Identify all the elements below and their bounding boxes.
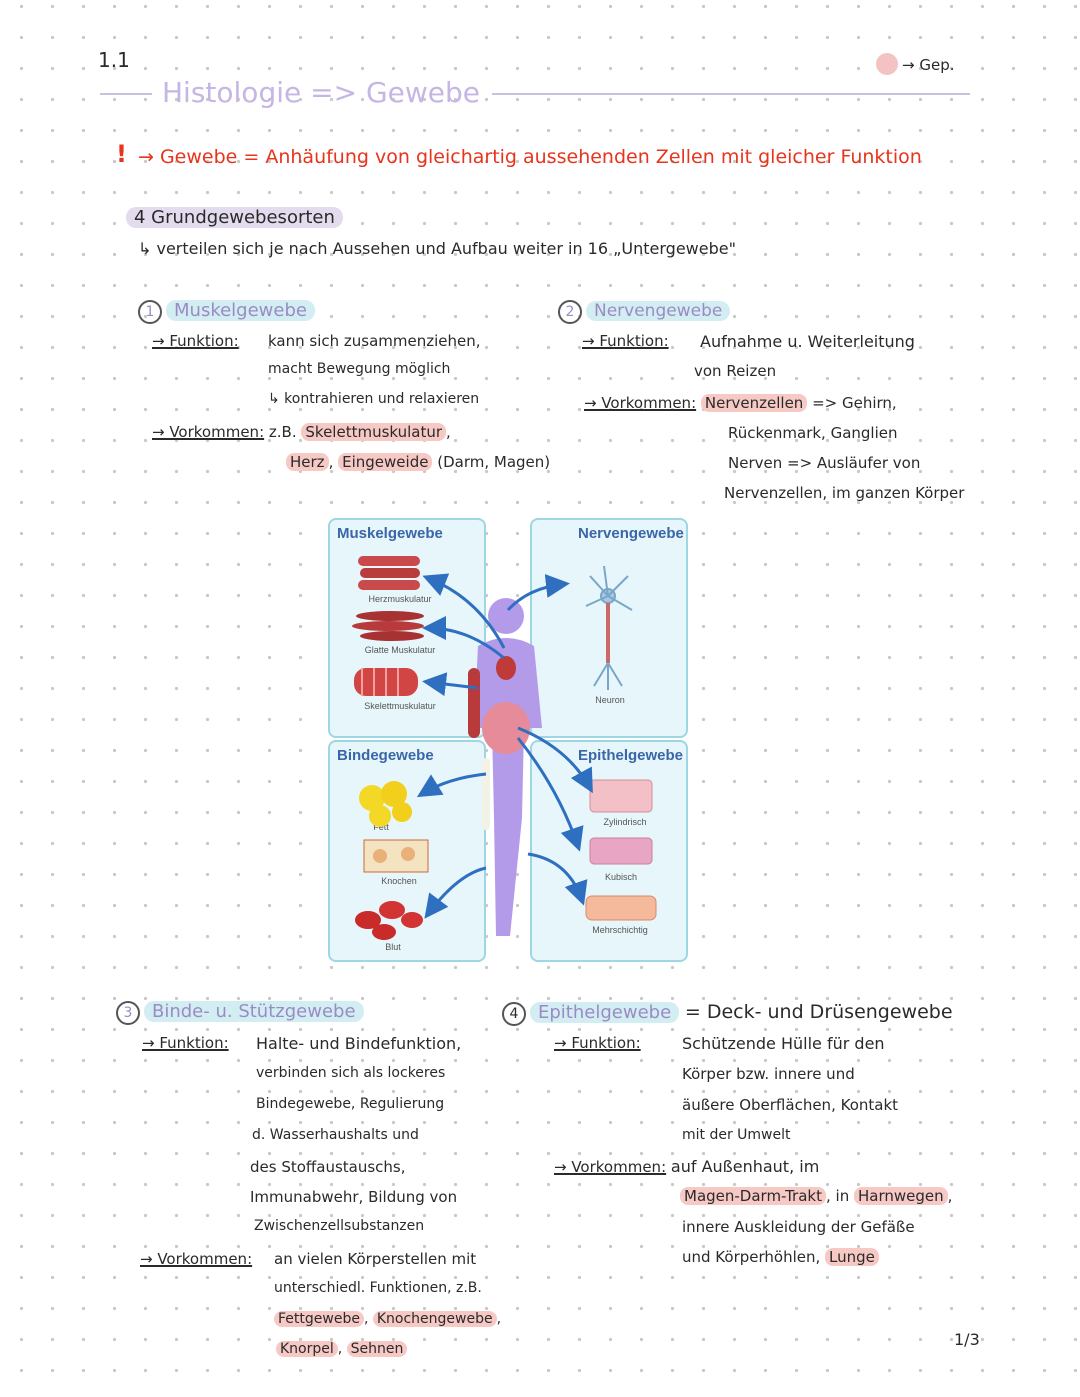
highlight-lunge: Lunge <box>825 1248 879 1266</box>
muskel-funktion-2: macht Bewegung möglich <box>268 361 451 377</box>
kubisch-illustration <box>589 837 653 865</box>
nerven-vorkommen: → Vorkommen: Nervenzellen => Gehirn, <box>584 394 897 412</box>
tissue-figure: Muskelgewebe Nervengewebe Bindegewebe Ep… <box>328 518 688 962</box>
figure-illustration <box>352 556 657 940</box>
epithel-funktion-label: → Funktion: <box>554 1034 641 1052</box>
subheading-note: ↳ verteilen sich je nach Aussehen und Au… <box>138 239 736 258</box>
highlight-knochengewebe: Knochengewebe <box>372 1311 497 1327</box>
caption-fett: Fett <box>373 822 389 832</box>
page-number: 1.1 <box>98 48 130 72</box>
subheading: 4 Grundgewebesorten <box>126 207 343 228</box>
epithel-number: 4 <box>502 1002 526 1026</box>
subheading-text: 4 Grundgewebesorten <box>126 207 343 228</box>
nerven-funktion-2: von Reizen <box>694 362 777 380</box>
epithel-funktion-3: äußere Oberflächen, Kontakt <box>682 1096 899 1114</box>
binde-funktion-4: d. Wasserhaushalts und <box>252 1127 419 1143</box>
highlight-sehnen: Sehnen <box>346 1341 408 1357</box>
figure-arrows <box>416 573 593 919</box>
title-rule-right <box>492 93 970 95</box>
muskel-funktion-label: → Funktion: <box>152 332 239 350</box>
glatte-muskulatur-illustration <box>352 611 424 641</box>
binde-vorkommen-2: unterschiedl. Funktionen, z.B. <box>274 1280 482 1296</box>
binde-vorkommen-4: Knorpel, Sehnen <box>276 1341 408 1357</box>
fett-illustration <box>359 781 412 827</box>
caption-herzmuskulatur: Herzmuskulatur <box>368 594 432 604</box>
muskel-title: Muskelgewebe <box>166 300 315 321</box>
caption-mehrschichtig: Mehrschichtig <box>592 925 648 935</box>
binde-funktion-7: Zwischenzellsubstanzen <box>254 1218 425 1234</box>
page-title: Histologie => Gewebe <box>162 76 480 109</box>
figure-title-nerven: Nervengewebe <box>578 525 684 542</box>
muskel-vorkommen-2: Herz, Eingeweide (Darm, Magen) <box>286 453 550 471</box>
epithel-title: Epithelgewebe <box>530 1002 680 1023</box>
zylindrisch-illustration <box>589 779 653 813</box>
binde-funktion-5: des Stoffaustauschs, <box>250 1158 406 1176</box>
binde-funktion-3: Bindegewebe, Regulierung <box>256 1096 445 1112</box>
epithel-funktion-1: Schützende Hülle für den <box>682 1034 885 1053</box>
highlight-herz: Herz <box>286 453 329 471</box>
nerven-title: Nervengewebe <box>586 301 731 321</box>
muskel-vorkommen: → Vorkommen: z.B. Skelettmuskulatur, <box>152 423 451 441</box>
nerven-funktion-label: → Funktion: <box>582 332 669 350</box>
figure-title-epithel: Epithelgewebe <box>578 747 684 764</box>
epithel-funktion-4: mit der Umwelt <box>682 1127 791 1143</box>
knochen-illustration <box>363 839 429 873</box>
muskel-number: 1 <box>138 300 162 324</box>
caption-kubisch: Kubisch <box>604 872 638 882</box>
definition-text: → Gewebe = Anhäufung von gleichartig aus… <box>138 146 922 168</box>
binde-funktion-2: verbinden sich als lockeres <box>256 1065 446 1081</box>
binde-number: 3 <box>116 1001 140 1025</box>
caption-skelettmuskulatur: Skelettmuskulatur <box>364 701 436 711</box>
nerven-vorkommen-4: Nervenzellen, im ganzen Körper <box>724 484 965 502</box>
highlight-nervenzellen: Nervenzellen <box>700 394 808 412</box>
page-fraction: 1/3 <box>954 1330 980 1349</box>
human-body-illustration <box>468 598 542 936</box>
nerven-funktion-1: Aufnahme u. Weiterleitung <box>700 332 915 351</box>
highlight-knorpel: Knorpel <box>276 1341 338 1357</box>
binde-funktion-6: Immunabwehr, Bildung von <box>250 1188 458 1206</box>
epithel-vorkommen: → Vorkommen: auf Außenhaut, im <box>554 1157 820 1176</box>
blut-illustration <box>355 901 423 940</box>
herzmuskel-illustration <box>358 556 420 590</box>
caption-neuron: Neuron <box>595 695 625 705</box>
caption-knochen: Knochen <box>381 876 417 886</box>
highlight-harnwegen: Harnwegen <box>853 1187 948 1205</box>
binde-title: Binde- u. Stützgewebe <box>144 1001 364 1022</box>
highlight-magen-darm-trakt: Magen-Darm-Trakt <box>680 1187 826 1205</box>
nerven-vorkommen-3: Nerven => Ausläufer von <box>728 454 921 472</box>
binde-vorkommen-3: Fettgewebe, Knochengewebe, <box>274 1311 501 1327</box>
binde-vorkommen-1: an vielen Körperstellen mit <box>274 1250 477 1268</box>
caption-glatte-muskulatur: Glatte Muskulatur <box>364 645 436 655</box>
epithel-funktion-2: Körper bzw. innere und <box>682 1065 855 1083</box>
mehrschichtig-illustration <box>585 895 657 921</box>
caption-blut: Blut <box>385 942 401 952</box>
nerven-number: 2 <box>558 300 582 324</box>
epithel-title-rest: = Deck- und Drüsengewebe <box>684 1001 953 1023</box>
muskel-funktion-1: kann sich zusammenziehen, <box>268 332 481 350</box>
highlight-fettgewebe: Fettgewebe <box>274 1311 364 1327</box>
epithel-vorkommen-3: innere Auskleidung der Gefäße <box>682 1218 915 1236</box>
figure-title-binde: Bindegewebe <box>337 747 434 764</box>
caption-zylindrisch: Zylindrisch <box>603 817 647 827</box>
definition-mark: ! <box>116 140 127 168</box>
epithel-vorkommen-4: und Körperhöhlen, Lunge <box>682 1248 879 1266</box>
skelettmuskulatur-illustration <box>354 668 418 696</box>
muskel-funktion-3: ↳ kontrahieren und relaxieren <box>268 391 480 407</box>
bookmark-label: → Gep. <box>902 56 955 74</box>
binde-vorkommen-label: → Vorkommen: <box>140 1250 253 1268</box>
title-rule-left <box>100 93 152 95</box>
binde-funktion-label: → Funktion: <box>142 1034 229 1052</box>
nerven-vorkommen-2: Rückenmark, Ganglien <box>728 424 898 442</box>
binde-funktion-1: Halte- und Bindefunktion, <box>256 1034 462 1053</box>
figure-title-muskel: Muskelgewebe <box>337 525 443 542</box>
highlight-eingeweide: Eingeweide <box>338 453 433 471</box>
neuron-illustration <box>585 565 633 690</box>
highlight-skelettmuskulatur: Skelettmuskulatur <box>301 423 447 441</box>
bookmark-dot <box>876 53 898 75</box>
epithel-vorkommen-2: Magen-Darm-Trakt, in Harnwegen, <box>680 1187 952 1205</box>
